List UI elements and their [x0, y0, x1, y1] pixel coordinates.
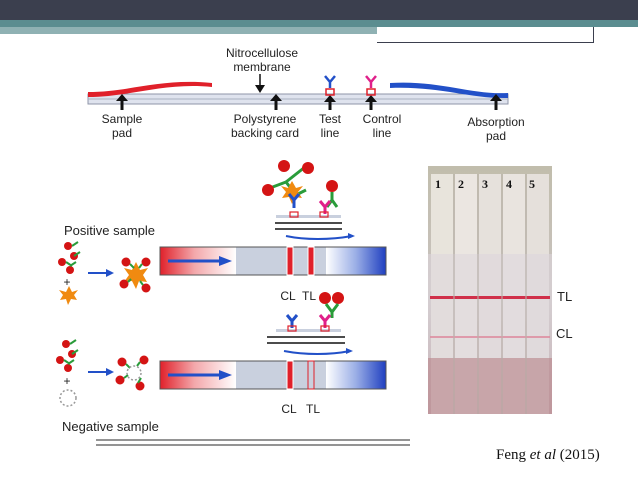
header-bar: [0, 0, 638, 20]
negative-tl-line: [307, 360, 315, 390]
positive-complex-icon: [262, 160, 339, 214]
backing-arrow: [270, 94, 282, 110]
positive-tl-line: [307, 246, 315, 276]
control-line-label-2: line: [372, 126, 392, 140]
control-line-marker: [366, 88, 376, 96]
sample-pad-label-2: pad: [111, 126, 133, 140]
mechanism-diagram: [56, 160, 410, 446]
header-white-box: [377, 27, 594, 43]
strip-number-2: 2: [458, 177, 464, 191]
negative-cl-line: [286, 360, 294, 390]
test-strips-photo: [428, 166, 552, 414]
positive-sample-label: Positive sample: [64, 223, 156, 238]
sample-pad: [88, 81, 212, 97]
citation-author: Feng: [496, 447, 530, 463]
sample-pad-arrow: [116, 94, 128, 110]
positive-cl-line: [286, 246, 294, 276]
positive-strip-absorption: [326, 247, 386, 275]
citation-year: (2015): [556, 447, 600, 463]
citation: Feng et al (2015): [496, 447, 600, 464]
negative-strip-membrane: [236, 361, 326, 389]
control-antibody-icon: [365, 75, 377, 88]
polystyrene-label-1: Polystyrene: [233, 112, 297, 126]
control-line-arrow: [365, 95, 377, 110]
nitro-label-2: membrane: [233, 60, 291, 74]
strip-number-4: 4: [506, 177, 512, 191]
test-line-arrow: [324, 95, 336, 110]
photo-cl-band: [430, 336, 550, 338]
photo-cl-label: CL: [556, 326, 573, 341]
test-line-label-1: Test: [318, 112, 341, 126]
citation-etal: et al: [529, 447, 556, 463]
absorption-label-2: pad: [485, 129, 507, 143]
positive-plus: +: [63, 275, 71, 289]
nitro-label-1: Nitrocellulose: [225, 46, 299, 60]
positive-reagents-icon: [58, 241, 81, 305]
strip-number-5: 5: [529, 177, 535, 191]
strip-schematic: [87, 74, 509, 110]
absorption-arrow: [490, 94, 502, 110]
absorption-label-1: Absorption: [467, 115, 525, 129]
sample-pad-label-1: Sample: [101, 112, 143, 126]
test-line-label-2: line: [320, 126, 340, 140]
negative-unbound-icon: [115, 355, 149, 391]
negative-cl-label: CL: [281, 402, 297, 416]
header-teal-stripe: [0, 20, 638, 27]
negative-complex-icon: [285, 292, 344, 328]
photo-tl-label: TL: [557, 289, 573, 304]
control-line-label-1: Control: [362, 112, 402, 126]
photo-tl-band: [430, 296, 550, 299]
positive-tl-label: TL: [301, 289, 316, 303]
negative-reagents-icon: [56, 339, 79, 407]
positive-cl-label: CL: [280, 289, 296, 303]
negative-tl-label: TL: [305, 402, 320, 416]
negative-plus: +: [63, 374, 71, 388]
test-antibody-icon: [324, 75, 336, 88]
test-line-marker: [325, 88, 335, 96]
absorption-pad: [390, 82, 508, 99]
negative-sample-label: Negative sample: [62, 419, 159, 434]
positive-bound-icon: [119, 257, 151, 293]
strip-number-1: 1: [435, 177, 441, 191]
polystyrene-label-2: backing card: [230, 126, 300, 140]
strip-number-3: 3: [482, 177, 488, 191]
negative-strip-absorption: [326, 361, 386, 389]
header-teal-stripe-2: [0, 27, 430, 34]
